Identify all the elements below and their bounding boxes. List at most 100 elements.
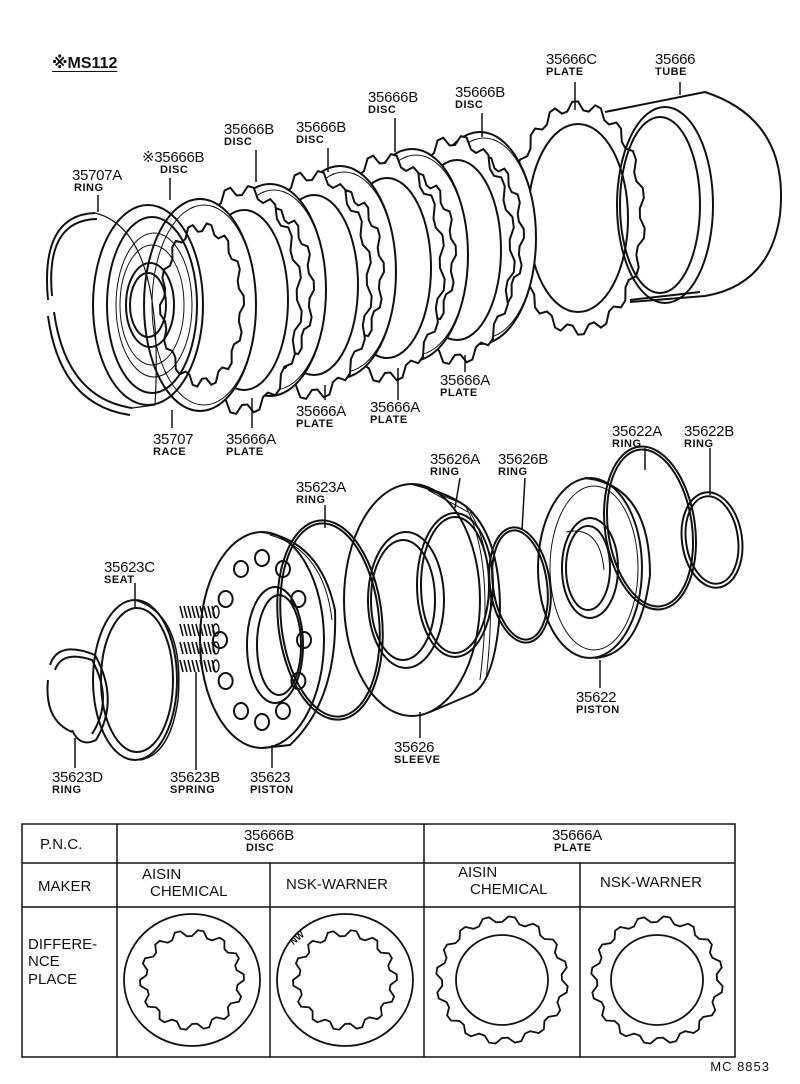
difference-line-1: DIFFERE- (28, 936, 98, 953)
part-number: 35623C (104, 559, 155, 576)
table-row-label-maker: MAKER (38, 878, 92, 895)
part-number: 35622 (576, 689, 617, 706)
part-label-35622A: 35622A RING (612, 424, 662, 450)
o-ring-35626A (416, 512, 494, 658)
part-label-35707A: 35707A RING (72, 168, 122, 194)
disc-outline-aisin (123, 913, 261, 1047)
part-name: PLATE (440, 387, 478, 399)
part-number: 35622B (684, 423, 734, 440)
disc-inner-teeth-aisin (139, 929, 245, 1031)
spring-seat-hole (217, 590, 234, 608)
part-label-35666: 35666 TUBE (655, 52, 696, 78)
leader-lines-top (97, 82, 681, 428)
piston-35622 (537, 477, 652, 659)
part-number: ※35666B (142, 149, 205, 166)
maker-line-1: AISIN (458, 864, 498, 881)
difference-line-3: PLACE (28, 970, 78, 988)
plate-outline-aisin (435, 915, 569, 1045)
piston-group (46, 445, 744, 761)
spring-coils (179, 605, 216, 619)
part-name: RING (684, 438, 714, 450)
part-number: 35623B (170, 769, 220, 786)
part-number: 35707A (72, 167, 122, 184)
part-name: RING (296, 494, 326, 506)
spring-end (212, 659, 220, 673)
part-name: RING (74, 182, 104, 194)
part-name: DISC (296, 134, 325, 146)
coil-spring (179, 605, 220, 619)
part-name: DISC (246, 842, 275, 854)
part-label-35626: 35626 SLEEVE (394, 740, 440, 766)
tube-35666 (604, 90, 782, 304)
figure-code: MC 8853 (710, 1059, 770, 1074)
table-row-label-pnc: P.N.C. (40, 836, 83, 853)
table-part-outlines (123, 913, 724, 1047)
o-ring-35622B (680, 491, 744, 589)
clutch-pack-group (46, 90, 782, 416)
part-number: 35666B (296, 119, 346, 136)
disc-lining-edge (151, 204, 257, 406)
part-label-35666A-1: 35666A PLATE (226, 432, 276, 458)
spring-seat-hole (275, 559, 291, 578)
part-number: 35666A (552, 827, 602, 844)
maker-line-2: CHEMICAL (470, 881, 548, 899)
part-name: RING (52, 784, 82, 796)
part-label-35666A-2: 35666A PLATE (296, 404, 346, 430)
part-label-35623: 35623 PISTON (250, 770, 294, 796)
part-number: 35666A (440, 372, 490, 389)
part-number: 35626 (394, 739, 435, 756)
part-name: DISC (455, 99, 484, 111)
ms-code-label: ※MS112 (52, 55, 118, 72)
part-label-35623D: 35623D RING (52, 770, 103, 796)
maker-line-2: CHEMICAL (150, 883, 228, 901)
spring-seat-hole (254, 713, 270, 731)
coil-spring (179, 623, 220, 637)
part-name: SEAT (104, 574, 135, 586)
part-number: 35666A (370, 399, 420, 416)
piston-35623 (199, 531, 337, 749)
maker-aisin-disc: AISIN CHEMICAL (142, 866, 228, 901)
part-name: RING (430, 466, 460, 478)
o-ring-35622A (602, 445, 698, 611)
leader-lines-middle (74, 448, 711, 770)
sleeve-35626 (343, 483, 502, 717)
spring-seat-hole (233, 559, 249, 578)
part-label-35666B-4: 35666B DISC (455, 85, 505, 111)
spring-coils (179, 641, 216, 655)
part-name: PLATE (554, 842, 592, 854)
part-number: 35666C (546, 51, 597, 68)
part-name: DISC (160, 164, 189, 176)
snap-ring-35707A (46, 212, 157, 416)
maker-line-1: AISIN (142, 866, 182, 883)
part-number: 35666B (224, 121, 274, 138)
spring-seat-hole (296, 631, 312, 649)
spring-coils (179, 659, 216, 673)
part-name: PLATE (370, 414, 408, 426)
o-ring-35623A (276, 519, 384, 721)
spring-seat-hole (217, 672, 234, 690)
part-number: 35623 (250, 769, 291, 786)
spring-end (212, 605, 220, 619)
springs-35623B (179, 605, 220, 673)
part-name: RING (612, 438, 642, 450)
race-35707 (92, 204, 204, 406)
disc-35666B (143, 198, 257, 412)
part-number: 35666B (244, 827, 294, 844)
part-number: 35666A (226, 431, 276, 448)
part-number: 35666B (368, 89, 418, 106)
part-label-35623B: 35623B SPRING (170, 770, 220, 796)
reference-table (21, 823, 736, 1058)
part-name: PLATE (546, 66, 584, 78)
table-col-disc-header: 35666B DISC (244, 828, 294, 854)
part-label-35666A-3: 35666A PLATE (370, 400, 420, 426)
part-label-35622: 35622 PISTON (576, 690, 620, 716)
disc-inner-teeth-nsk (292, 929, 398, 1031)
part-number: 35666B (455, 84, 505, 101)
spring-seat-hole (254, 549, 270, 567)
part-number: 35707 (153, 431, 194, 448)
maker-aisin-plate: AISIN CHEMICAL (458, 864, 548, 899)
difference-line-2: NCE (28, 953, 60, 971)
part-name: DISC (224, 136, 253, 148)
maker-nsk-plate: NSK-WARNER (600, 874, 702, 891)
